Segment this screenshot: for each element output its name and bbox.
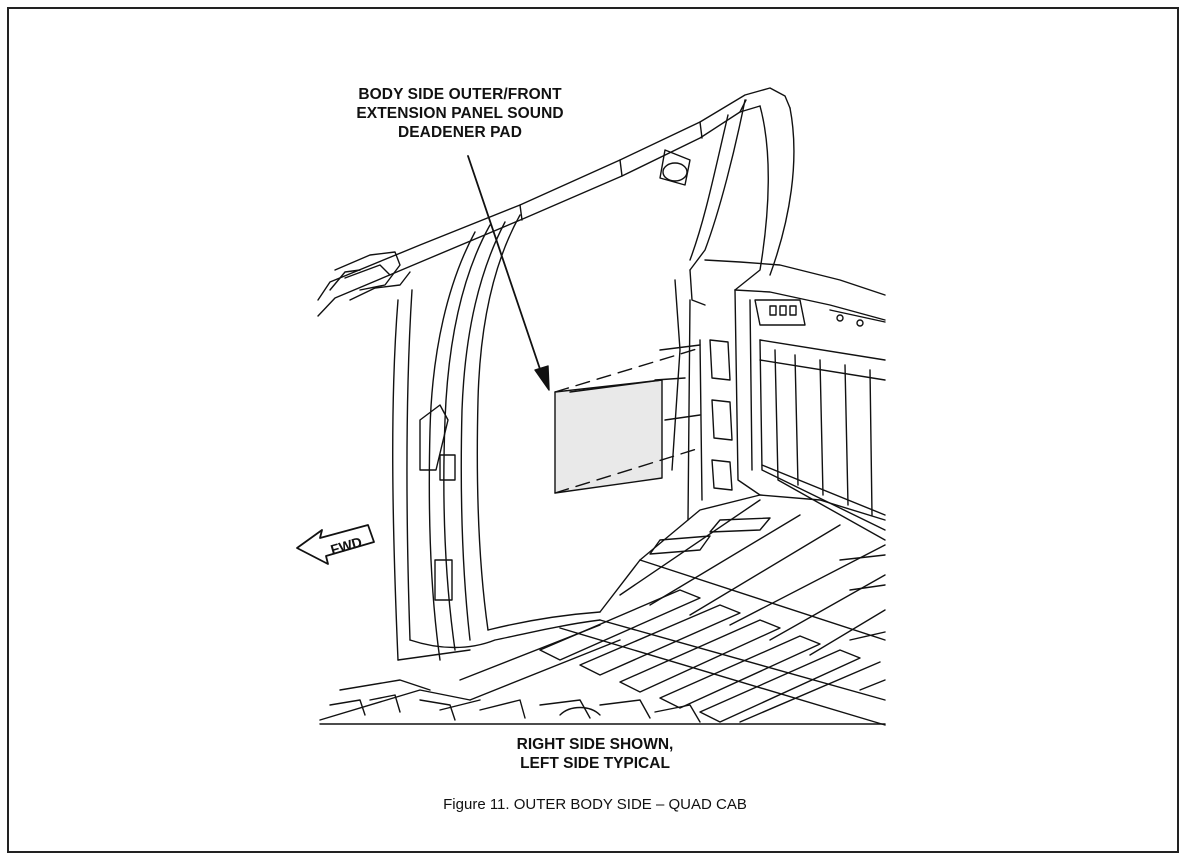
callout-line-2: EXTENSION PANEL SOUND [356, 105, 564, 122]
door-opening [392, 99, 795, 661]
side-note-line-1: RIGHT SIDE SHOWN, [516, 736, 674, 753]
figure-caption: Figure 11. OUTER BODY SIDE – QUAD CAB [443, 796, 747, 813]
side-note-line-2: LEFT SIDE TYPICAL [520, 755, 670, 772]
callout-leader-arrow [467, 155, 550, 391]
floor-pan [319, 494, 886, 726]
side-note: RIGHT SIDE SHOWN, LEFT SIDE TYPICAL [430, 735, 760, 773]
callout-line-1: BODY SIDE OUTER/FRONT [358, 86, 562, 103]
callout-label: BODY SIDE OUTER/FRONT EXTENSION PANEL SO… [300, 85, 620, 142]
callout-line-3: DEADENER PAD [397, 124, 523, 141]
arrow-left-icon: FWD [296, 524, 375, 565]
pad-placement-dashes [554, 347, 701, 494]
rear-cab-wall [654, 259, 886, 541]
roof-rail [317, 87, 791, 317]
sound-deadener-pad [554, 379, 663, 494]
